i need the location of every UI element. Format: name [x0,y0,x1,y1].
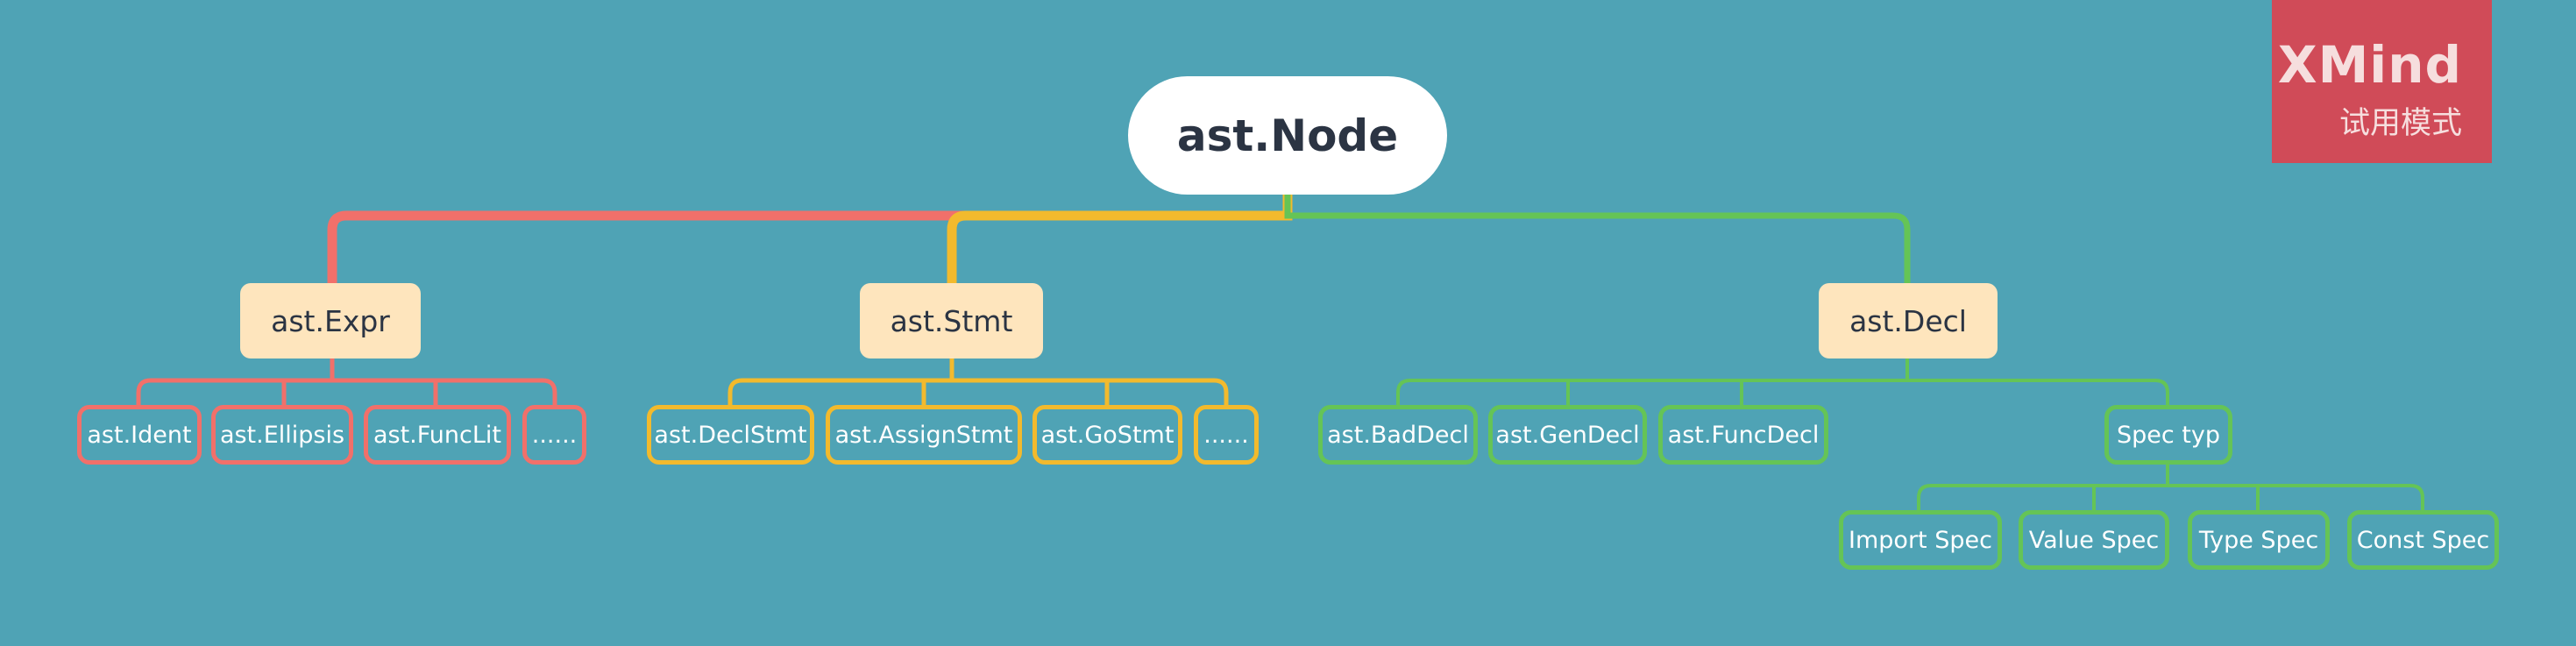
leaf-node-ast-funcdecl[interactable]: ast.FuncDecl [1658,405,1828,465]
leaf-node-ast-ellipsis[interactable]: ast.Ellipsis [211,405,353,465]
root-node-label: ast.Node [1176,110,1399,161]
leaf-node-label: ast.Ident [87,421,192,449]
leaf-node-ast-assignstmt[interactable]: ast.AssignStmt [826,405,1022,465]
decl-edges [1396,358,2169,405]
branch-node-decl[interactable]: ast.Decl [1819,283,1998,358]
leaf-node-ast-ident[interactable]: ast.Ident [77,405,202,465]
leaf-node-import-spec[interactable]: Import Spec [1839,510,2002,570]
leaf-node-label: Const Spec [2356,526,2490,554]
leaf-node-const-spec[interactable]: Const Spec [2347,510,2499,570]
leaf-node-ast-funclit[interactable]: ast.FuncLit [364,405,511,465]
leaf-node-label: ...... [531,421,578,449]
leaf-node-expr-more[interactable]: ...... [522,405,586,465]
leaf-node-label: ast.Ellipsis [219,421,345,449]
leaf-node-label: ast.FuncDecl [1667,421,1820,449]
spec-edges [1917,465,2424,510]
xmind-trial-watermark: XMind 试用模式 [2272,0,2492,163]
branch-node-label: ast.Stmt [890,303,1013,338]
leaf-node-stmt-more[interactable]: ...... [1194,405,1259,465]
root-node[interactable]: ast.Node [1128,76,1447,195]
expr-edges [136,358,557,405]
leaf-node-label: ast.GenDecl [1495,421,1640,449]
watermark-brand: XMind [2277,35,2462,95]
stmt-edges [727,358,1229,405]
leaf-node-label: Import Spec [1849,526,1992,554]
leaf-node-type-spec[interactable]: Type Spec [2188,510,2330,570]
leaf-node-spec-typ[interactable]: Spec typ [2104,405,2232,465]
branch-node-label: ast.Expr [271,303,390,338]
branch-node-expr[interactable]: ast.Expr [240,283,421,358]
watermark-mode: 试用模式 [2338,106,2462,141]
edge-root-decl [1284,195,1911,283]
leaf-node-value-spec[interactable]: Value Spec [2019,510,2169,570]
leaf-node-label: Value Spec [2028,526,2160,554]
branch-node-label: ast.Decl [1849,303,1967,338]
leaf-node-label: ast.FuncLit [373,421,502,449]
leaf-node-label: ast.GoStmt [1040,421,1174,449]
branch-node-stmt[interactable]: ast.Stmt [860,283,1043,358]
leaf-node-label: ast.BadDecl [1327,421,1469,449]
leaf-node-ast-baddecl[interactable]: ast.BadDecl [1318,405,1478,465]
leaf-node-label: ast.DeclStmt [654,421,807,449]
leaf-node-ast-declstmt[interactable]: ast.DeclStmt [647,405,814,465]
leaf-node-label: ast.AssignStmt [834,421,1013,449]
leaf-node-label: ...... [1203,421,1249,449]
leaf-node-label: Type Spec [2198,526,2319,554]
leaf-node-ast-gostmt[interactable]: ast.GoStmt [1033,405,1182,465]
edge-root-expr [327,195,1293,283]
edge-root-stmt [947,195,1293,283]
leaf-node-label: Spec typ [2116,421,2221,449]
leaf-node-ast-gendecl[interactable]: ast.GenDecl [1488,405,1647,465]
